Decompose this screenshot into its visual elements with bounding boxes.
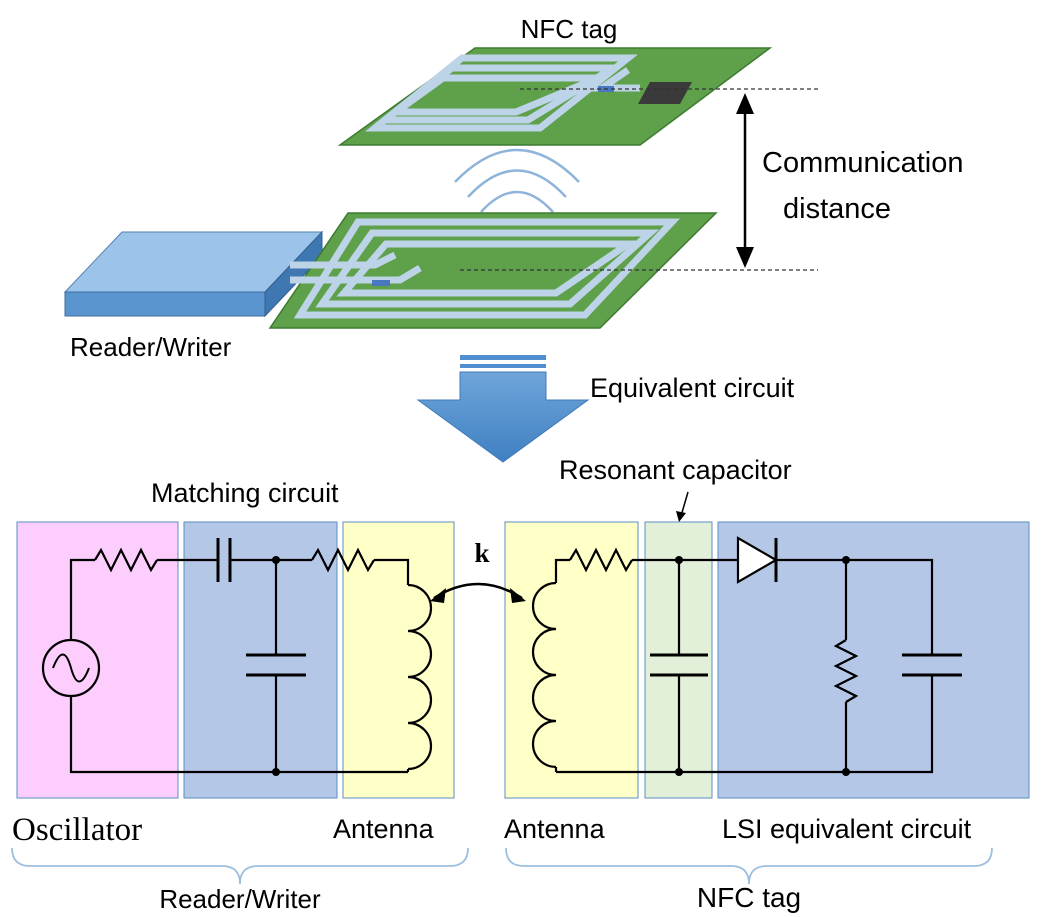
reader-writer-brace [11,847,469,885]
resonant-capacitor-label: Resonant capacitor [559,455,792,485]
coupling-arrow [430,582,526,603]
matching-circuit-block [183,521,338,799]
wireless-wave-icon [454,148,580,213]
down-arrow-icon [416,355,590,463]
reader-antenna-board [268,212,718,329]
communication-label: Communication [762,147,963,179]
communication-distance-marker [460,88,818,271]
tag-circuit [531,536,962,776]
reader-writer-device [63,230,324,318]
antenna-tag-label: Antenna [504,814,606,844]
reader-writer-device-label: Reader/Writer [70,332,232,362]
lsi-circuit-label: LSI equivalent circuit [722,814,972,844]
tag-antenna-block [504,521,639,799]
nfc-tag-board [337,47,773,146]
equivalent-circuit-label: Equivalent circuit [590,373,795,403]
nfc-tag-group-label: NFC tag [697,882,801,913]
matching-circuit-label: Matching circuit [151,478,339,508]
reader-writer-group-label: Reader/Writer [159,884,321,914]
resonant-capacitor-pointer [676,491,689,522]
ac-source-icon [41,638,101,698]
coupling-k-label: k [474,538,489,568]
reader-circuit [69,538,433,776]
reader-antenna-block [342,521,455,799]
chip-icon [638,82,692,104]
nfc-tag-title: NFC tag [521,14,618,44]
lsi-block [717,521,1030,799]
distance-label: distance [783,193,891,225]
nfc-tag-brace [505,847,993,885]
antenna-reader-label: Antenna [333,814,435,844]
oscillator-label: Oscillator [12,812,142,848]
